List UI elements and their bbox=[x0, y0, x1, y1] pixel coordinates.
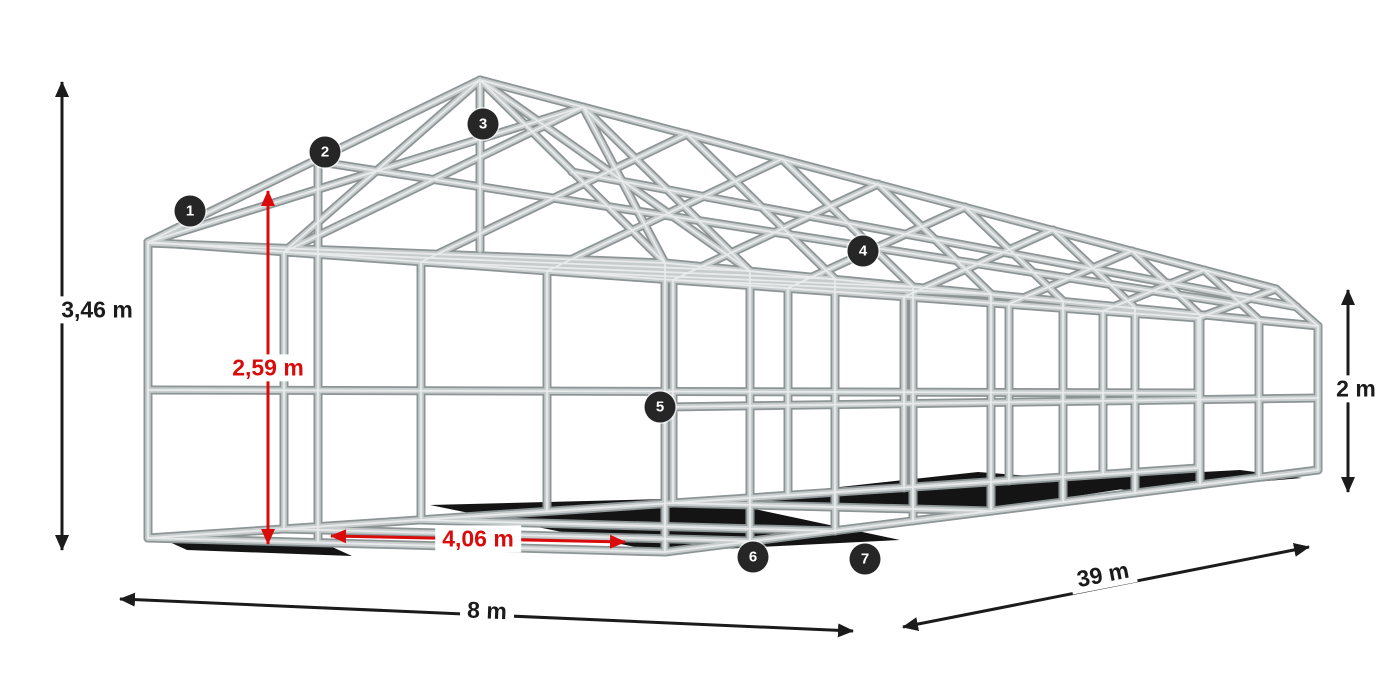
part-marker-4: 4 bbox=[847, 235, 879, 267]
part-marker-1: 1 bbox=[174, 195, 206, 227]
dimension-label-side-height: 2 m bbox=[1329, 375, 1383, 403]
part-marker-2: 2 bbox=[309, 136, 341, 168]
dimension-label-clear-height: 2,59 m bbox=[225, 354, 311, 382]
part-marker-6: 6 bbox=[737, 541, 769, 573]
part-marker-3: 3 bbox=[467, 108, 499, 140]
part-marker-5: 5 bbox=[644, 391, 676, 423]
dimension-label-total-height: 3,46 m bbox=[54, 296, 140, 324]
dimension-label-width: 8 m bbox=[459, 596, 515, 626]
part-marker-7: 7 bbox=[849, 543, 881, 575]
dimension-label-passage-width: 4,06 m bbox=[435, 525, 521, 553]
